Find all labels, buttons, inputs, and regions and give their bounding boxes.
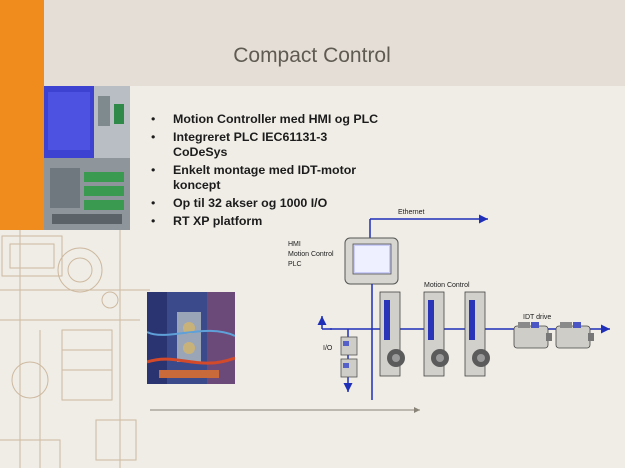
bullet-item: RT XP platform xyxy=(148,214,378,229)
idt-drive-2 xyxy=(555,322,594,349)
idt-drive-1 xyxy=(513,322,552,349)
feature-bullet-list: Motion Controller med HMI og PLC Integre… xyxy=(148,112,378,232)
bullet-item: Op til 32 akser og 1000 I/O xyxy=(148,196,378,211)
cabling-photo xyxy=(147,292,235,384)
hmi-unit xyxy=(344,237,399,285)
io-module xyxy=(340,336,358,378)
hmi-label-line: HMI xyxy=(288,241,301,248)
io-label: I/O xyxy=(323,345,333,352)
technical-drawing-background xyxy=(0,230,150,468)
servo-drive-3 xyxy=(464,291,490,377)
motion-control-label: Motion Control xyxy=(424,282,470,289)
hmi-label-line: PLC xyxy=(288,261,302,268)
slide-title: Compact Control xyxy=(233,44,391,67)
ethernet-label: Ethernet xyxy=(398,209,425,216)
idt-drive-label: IDT drive xyxy=(523,314,551,321)
bullet-item: Integreret PLC IEC61131-3 CoDeSys xyxy=(148,130,378,160)
servo-drive-1 xyxy=(379,291,405,377)
servo-drive-2 xyxy=(423,291,449,377)
orange-accent-bar xyxy=(0,0,44,230)
bullet-item: Enkelt montage med IDT-motor koncept xyxy=(148,163,378,193)
controller-photo xyxy=(44,86,130,230)
title-panel xyxy=(44,0,625,86)
bullet-item: Motion Controller med HMI og PLC xyxy=(148,112,378,127)
hmi-label-line: Motion Control xyxy=(288,251,334,258)
